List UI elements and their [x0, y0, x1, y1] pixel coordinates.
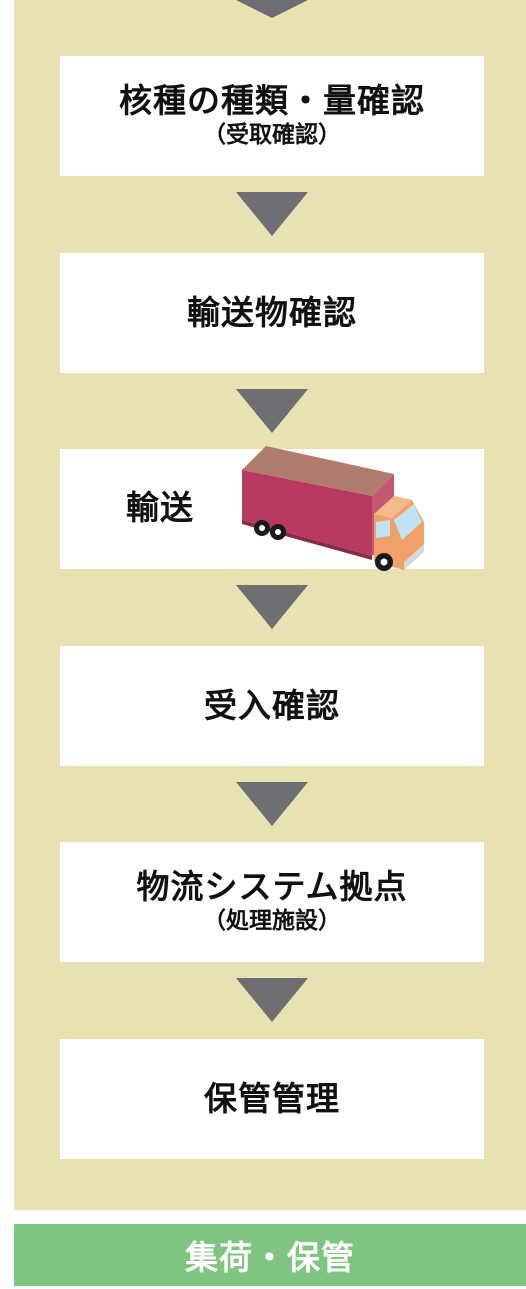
arrow-down-icon — [236, 782, 308, 826]
truck-icon — [242, 446, 424, 571]
step-title: 輸送物確認 — [187, 293, 357, 333]
step-logistics-base: 物流システム拠点 （処理施設） — [60, 842, 484, 962]
step-title: 受入確認 — [204, 686, 340, 726]
stage-label: 集荷・保管 — [185, 1238, 355, 1277]
arrow-down-icon — [236, 0, 308, 18]
step-subtitle: （受取確認） — [203, 122, 341, 149]
step-nuclide-check: 核種の種類・量確認 （受取確認） — [60, 56, 484, 176]
step-title: 保管管理 — [204, 1079, 340, 1119]
arrow-down-icon — [236, 389, 308, 433]
arrow-down-icon — [236, 192, 308, 236]
step-receipt-check: 受入確認 — [60, 646, 484, 766]
step-title: 物流システム拠点 — [136, 867, 408, 907]
arrow-down-icon — [236, 978, 308, 1022]
step-title: 輸送 — [126, 488, 194, 527]
step-title: 核種の種類・量確認 — [119, 81, 425, 121]
arrow-down-icon — [236, 585, 308, 629]
step-storage-management: 保管管理 — [60, 1039, 484, 1159]
stage-label-band: 集荷・保管 — [14, 1224, 526, 1286]
step-subtitle: （処理施設） — [203, 908, 341, 935]
step-package-check: 輸送物確認 — [60, 253, 484, 373]
